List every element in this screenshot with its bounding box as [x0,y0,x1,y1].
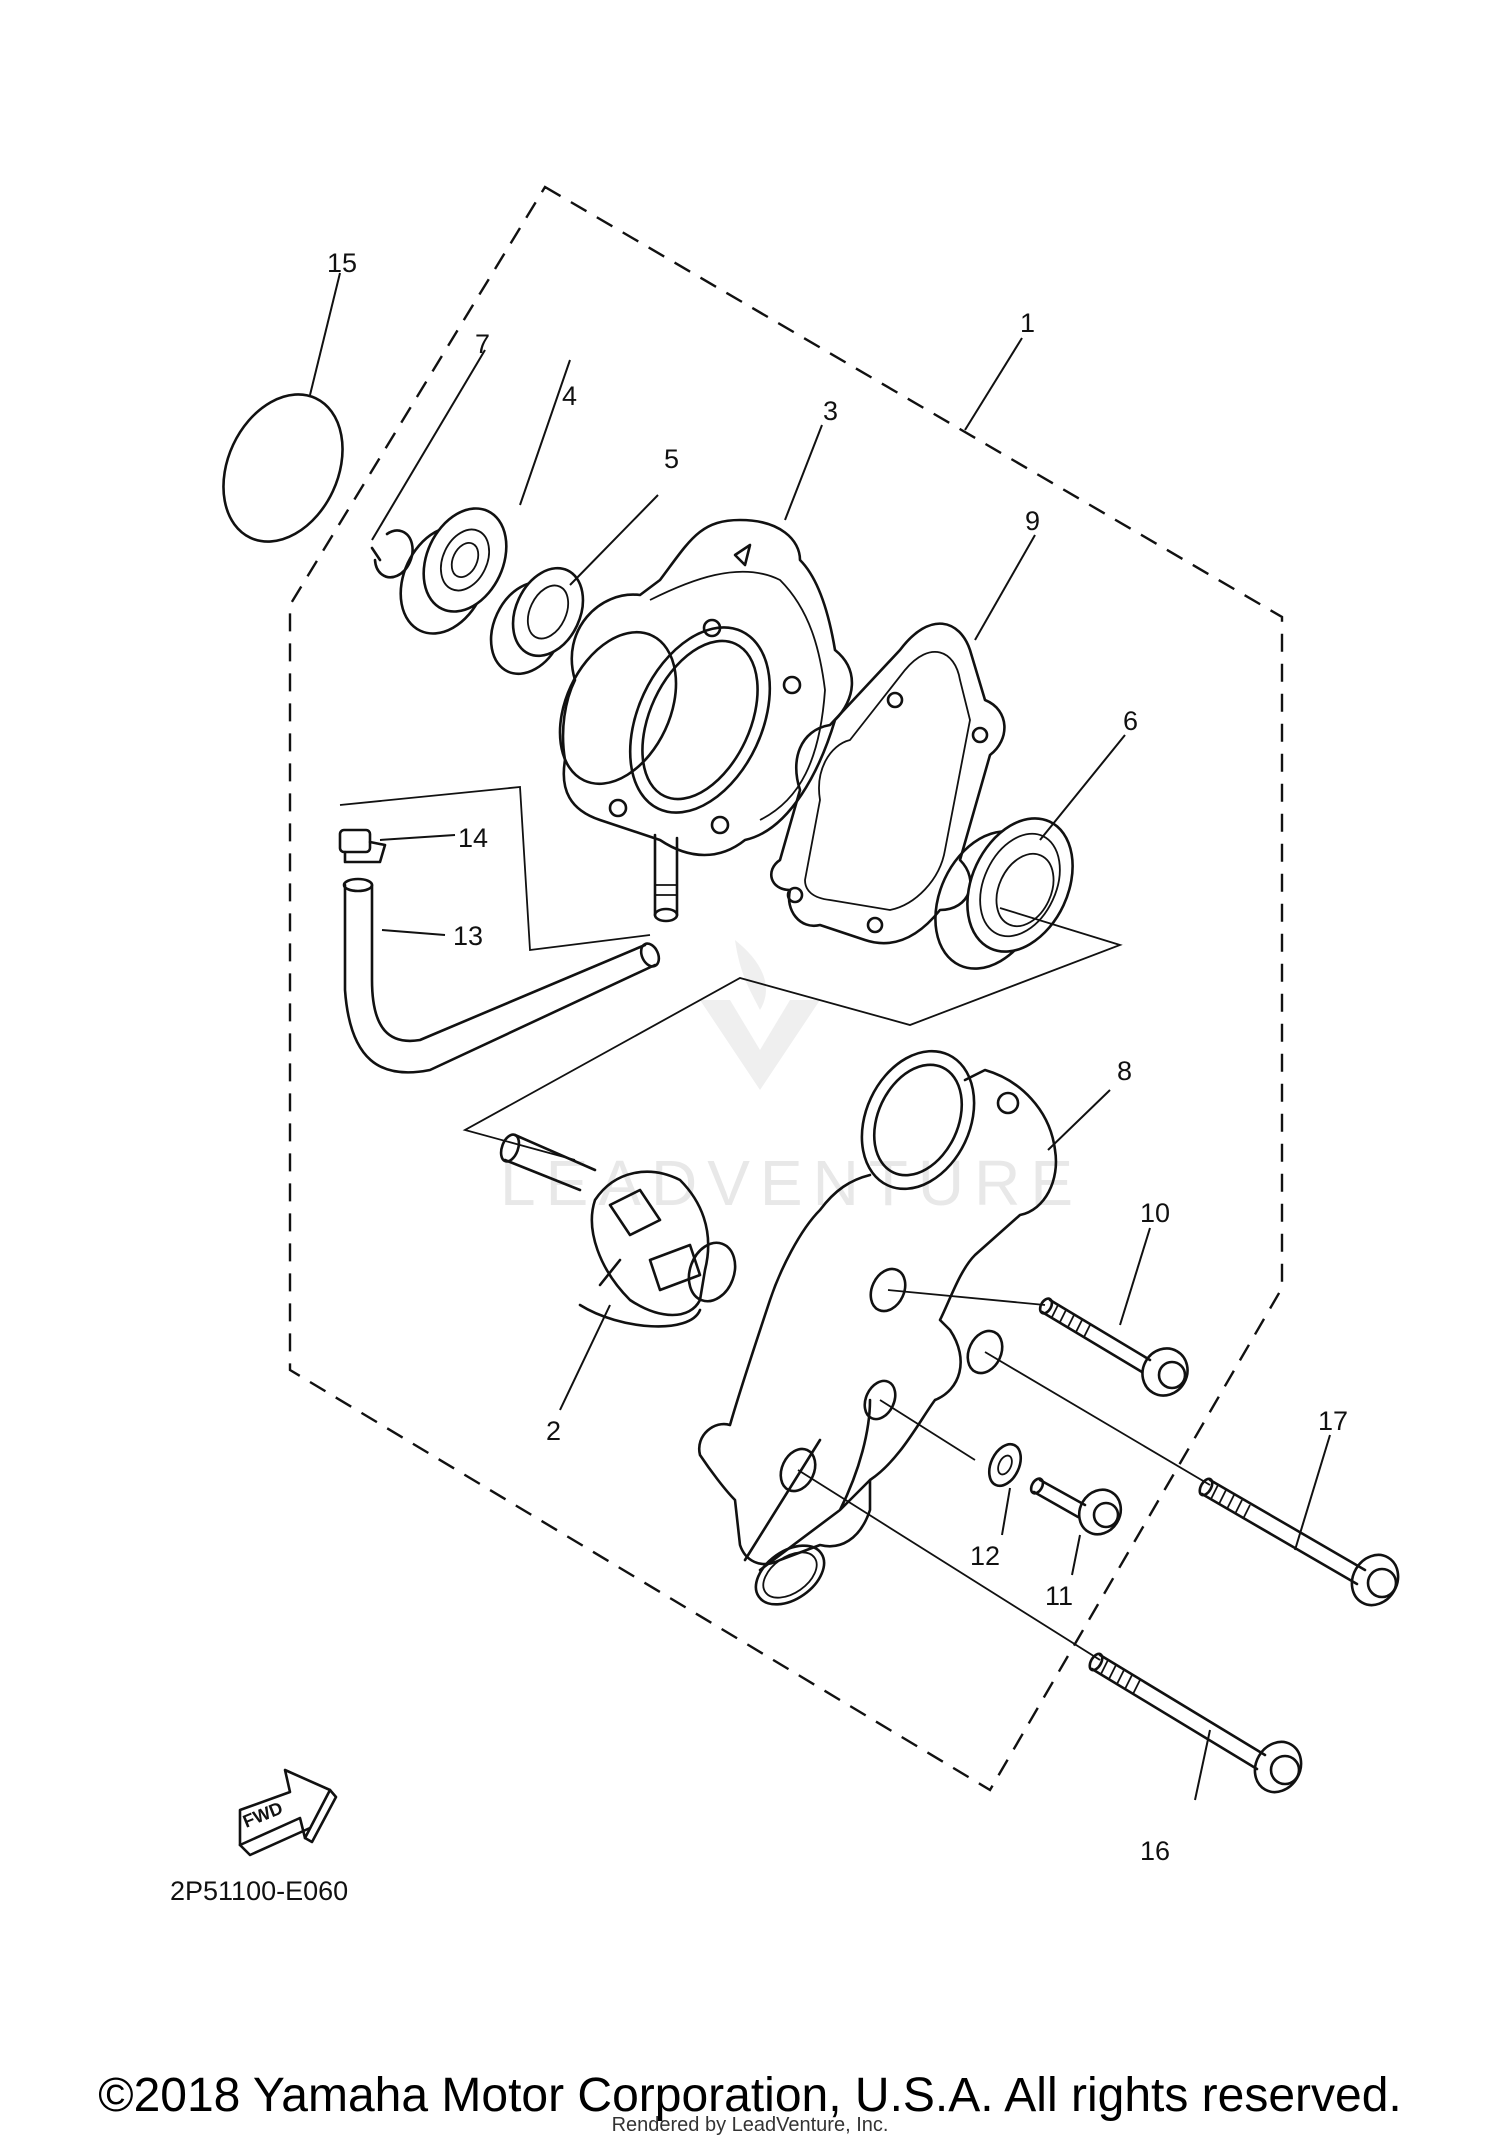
watermark-text: LEADVENTURE [500,1147,1083,1219]
hose-end [342,877,374,893]
hose-clamp [338,828,387,864]
breather-hose [343,883,657,1074]
forward-arrow-icon: FWD [238,1768,338,1857]
part-label-12: 12 [970,1541,1000,1571]
assembly-boundary [288,185,1284,1792]
part-label-15: 15 [327,248,357,278]
part-label-6: 6 [1123,706,1138,736]
part-label-13: 13 [453,921,483,951]
part-label-1: 1 [1020,308,1035,338]
part-label-8: 8 [1117,1056,1132,1086]
part-label-17: 17 [1318,1406,1348,1436]
impeller-shaft [499,1133,737,1328]
gasket-inner [804,651,971,911]
circlip [370,529,414,579]
copyright-notice: ©2018 Yamaha Motor Corporation, U.S.A. A… [98,2069,1402,2122]
hose-end [639,942,661,968]
gasket [770,622,1006,945]
bolt-11 [1029,1477,1123,1536]
bolt-16 [1088,1652,1303,1794]
part-label-14: 14 [458,823,488,853]
bearing [399,507,508,635]
bolt-17 [1198,1477,1400,1607]
part-label-9: 9 [1025,506,1040,536]
rendered-by-credit: Rendered by LeadVenture, Inc. [611,2114,889,2136]
part-label-5: 5 [664,444,679,474]
part-label-11: 11 [1045,1581,1073,1611]
water-pump-housing [558,518,854,923]
part-label-16: 16 [1140,1836,1170,1866]
oil-seal [489,566,585,676]
mechanical-seal [934,817,1074,970]
bolt-10 [1038,1297,1189,1397]
part-label-3: 3 [823,396,838,426]
o-ring [222,393,344,543]
part-label-10: 10 [1140,1198,1170,1228]
part-label-4: 4 [562,381,577,411]
washer [987,1442,1023,1488]
watermark-logo: LEADVENTURE [500,940,1083,1219]
diagram-code: 2P51100-E060 [170,1876,348,1906]
water-pump-body [697,1049,1058,1606]
part-label-2: 2 [546,1416,561,1446]
part-label-7: 7 [475,329,490,359]
